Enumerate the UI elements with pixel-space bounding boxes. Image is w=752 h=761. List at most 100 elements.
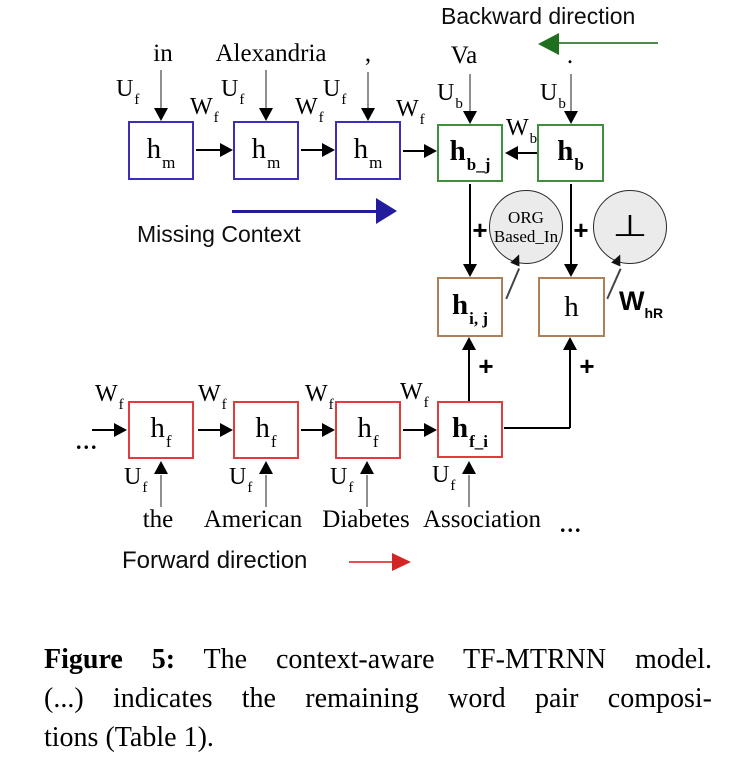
uf-base: U [221, 76, 239, 102]
uf-weight-label: Uf [432, 462, 455, 494]
arrow-down-icon [463, 264, 477, 277]
missing-context-label: Missing Context [137, 221, 301, 247]
h-base: h [564, 290, 579, 323]
perp-symbol: ⊥ [612, 209, 648, 244]
hbj-label: hb_j [449, 135, 491, 175]
uf-base: U [323, 76, 341, 102]
uf-weight-label: Uf [229, 464, 252, 496]
arrow-down-icon [259, 108, 273, 121]
caption-figure-tag: Figure 5: [44, 644, 176, 675]
arrow-up-icon [154, 461, 168, 474]
arrow-down-icon [463, 111, 477, 124]
wf-sub: f [318, 110, 324, 126]
input-line [160, 475, 162, 507]
wf-base: W [95, 381, 118, 407]
ub-sub: b [558, 96, 566, 112]
wf-weight-label: Wf [305, 381, 334, 413]
arrow-down-icon [154, 108, 168, 121]
figure-caption: Figure 5: The context-aware TF-MTRNN mod… [44, 640, 712, 757]
node-h: h [538, 277, 605, 337]
hm-label: hm [251, 132, 281, 172]
hb-label: hb [557, 137, 584, 175]
recurrent-line [301, 429, 323, 431]
backward-arrow-icon [538, 33, 559, 55]
hbj-sub: b_j [466, 155, 491, 174]
wf-weight-label: Wf [95, 381, 124, 413]
caption-line-3: tions (Table 1). [44, 722, 214, 753]
hfi-base: h [451, 411, 469, 444]
input-line [469, 74, 471, 112]
wf-sub: f [221, 397, 227, 413]
input-line [367, 72, 369, 109]
relation-circle-none: ⊥ [593, 190, 667, 264]
node-hm-1: hm [128, 121, 194, 180]
uf-sub: f [239, 92, 245, 108]
node-hfi: hf_i [437, 401, 503, 458]
hij-sub: i, j [469, 309, 489, 328]
arrow-right-icon [220, 143, 233, 157]
hfi-to-h-vline [569, 349, 571, 428]
uf-sub: f [450, 478, 456, 494]
wf-base: W [305, 381, 328, 407]
wf-base: W [295, 94, 318, 120]
wf-weight-label: Wf [190, 94, 219, 126]
caption-line-2: (...) indicates the remaining word pair … [44, 683, 712, 714]
missing-context-arrow-icon [376, 198, 397, 224]
wf-sub: f [328, 397, 334, 413]
wb-sub: b [529, 131, 538, 147]
hfi-sub: f_i [469, 431, 489, 451]
uf-sub: f [348, 480, 354, 496]
caption-text-1: The context-aware TF-MTRNN model. [203, 644, 713, 675]
backward-direction-label: Backward direction [441, 3, 636, 29]
wb-base: W [506, 115, 529, 141]
ub-base: U [540, 80, 558, 106]
hm-label: hm [147, 134, 176, 172]
wf-base: W [396, 96, 419, 122]
arrow-up-icon [510, 252, 524, 267]
node-hf-1: hf [128, 401, 194, 459]
hbj-to-hij-line [469, 184, 471, 265]
uf-base: U [330, 464, 348, 490]
input-line [265, 70, 267, 109]
hm-sub: m [267, 152, 281, 172]
hf-label: hf [357, 412, 378, 452]
whr-base: W [619, 286, 645, 316]
wf-base: W [198, 381, 221, 407]
word-in: in [153, 40, 173, 67]
arrow-right-icon [322, 143, 335, 157]
word-american: American [203, 506, 303, 533]
node-hm-2: hm [233, 121, 299, 180]
hm-base: h [251, 132, 267, 165]
uf-weight-label: Uf [124, 464, 147, 496]
recurrent-line [198, 429, 221, 431]
hf-base: h [150, 412, 165, 444]
recurrent-line [403, 150, 427, 152]
arrow-down-icon [361, 108, 375, 121]
arrow-up-icon [360, 461, 374, 474]
hbj-base: h [449, 135, 466, 167]
input-line [265, 475, 267, 507]
node-hbj: hb_j [437, 124, 503, 182]
hf-label: hf [150, 412, 171, 452]
hm-sub: m [369, 152, 383, 172]
word-the: the [142, 506, 174, 533]
uf-weight-label: Uf [330, 464, 353, 496]
wf-weight-label: Wf [295, 94, 324, 126]
hfi-to-h-hline [504, 427, 570, 429]
arrow-right-icon [424, 144, 437, 158]
arrow-right-icon [322, 423, 335, 437]
arrow-right-icon [220, 423, 233, 437]
recurrent-line [403, 429, 425, 431]
input-line [366, 475, 368, 507]
forward-arrow-line [349, 561, 393, 563]
relation-circle-org: ORG Based_In [489, 190, 563, 264]
hij-base: h [451, 289, 469, 321]
word-diabetes: Diabetes [322, 506, 410, 533]
uf-weight-label: Uf [221, 76, 244, 108]
hm-base: h [353, 132, 369, 165]
wf-base: W [190, 94, 213, 120]
hf-base: h [357, 412, 372, 444]
word-comma: , [364, 40, 372, 67]
arrow-up-icon [462, 461, 476, 474]
wf-weight-label: Wf [400, 379, 429, 411]
